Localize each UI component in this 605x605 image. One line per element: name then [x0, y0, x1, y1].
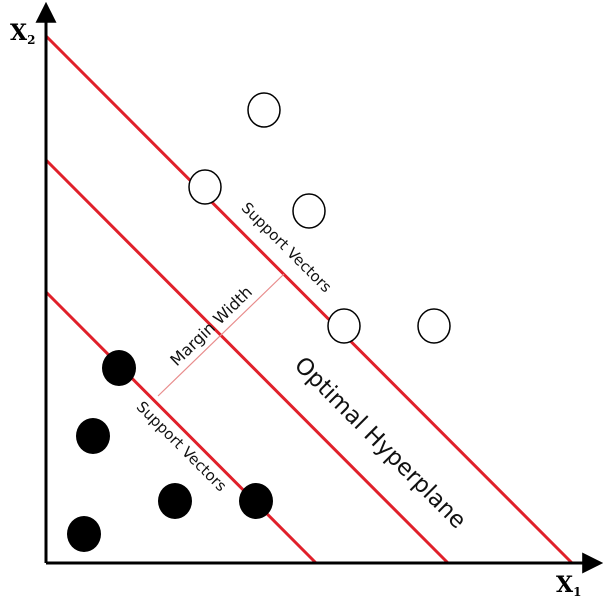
filled-class-points	[67, 350, 273, 552]
optimal-hyperplane-line	[44, 158, 450, 565]
open-point	[247, 92, 281, 128]
x-axis-label: X1	[556, 572, 581, 599]
x-axis-letter: X	[556, 572, 574, 598]
filled-point-support-vector	[239, 483, 273, 519]
support-vectors-lower-label: Support Vectors	[133, 398, 230, 495]
filled-point	[158, 483, 192, 519]
y-axis-subscript: 2	[27, 33, 35, 47]
open-point	[292, 193, 326, 229]
filled-point	[67, 516, 101, 552]
upper-support-line	[44, 34, 574, 565]
margin-width-line	[157, 273, 285, 397]
optimal-hyperplane-label: Optimal Hyperplane	[289, 352, 471, 534]
x-axis-subscript: 1	[573, 585, 581, 599]
filled-point	[76, 418, 110, 454]
filled-point-support-vector	[102, 350, 136, 386]
y-axis-label: X2	[10, 20, 35, 47]
open-point	[417, 308, 451, 344]
open-point-support-vector	[188, 169, 222, 205]
open-point-support-vector	[327, 308, 361, 344]
open-class-points	[188, 92, 451, 344]
y-axis-letter: X	[10, 20, 28, 46]
lower-support-line	[44, 290, 318, 565]
